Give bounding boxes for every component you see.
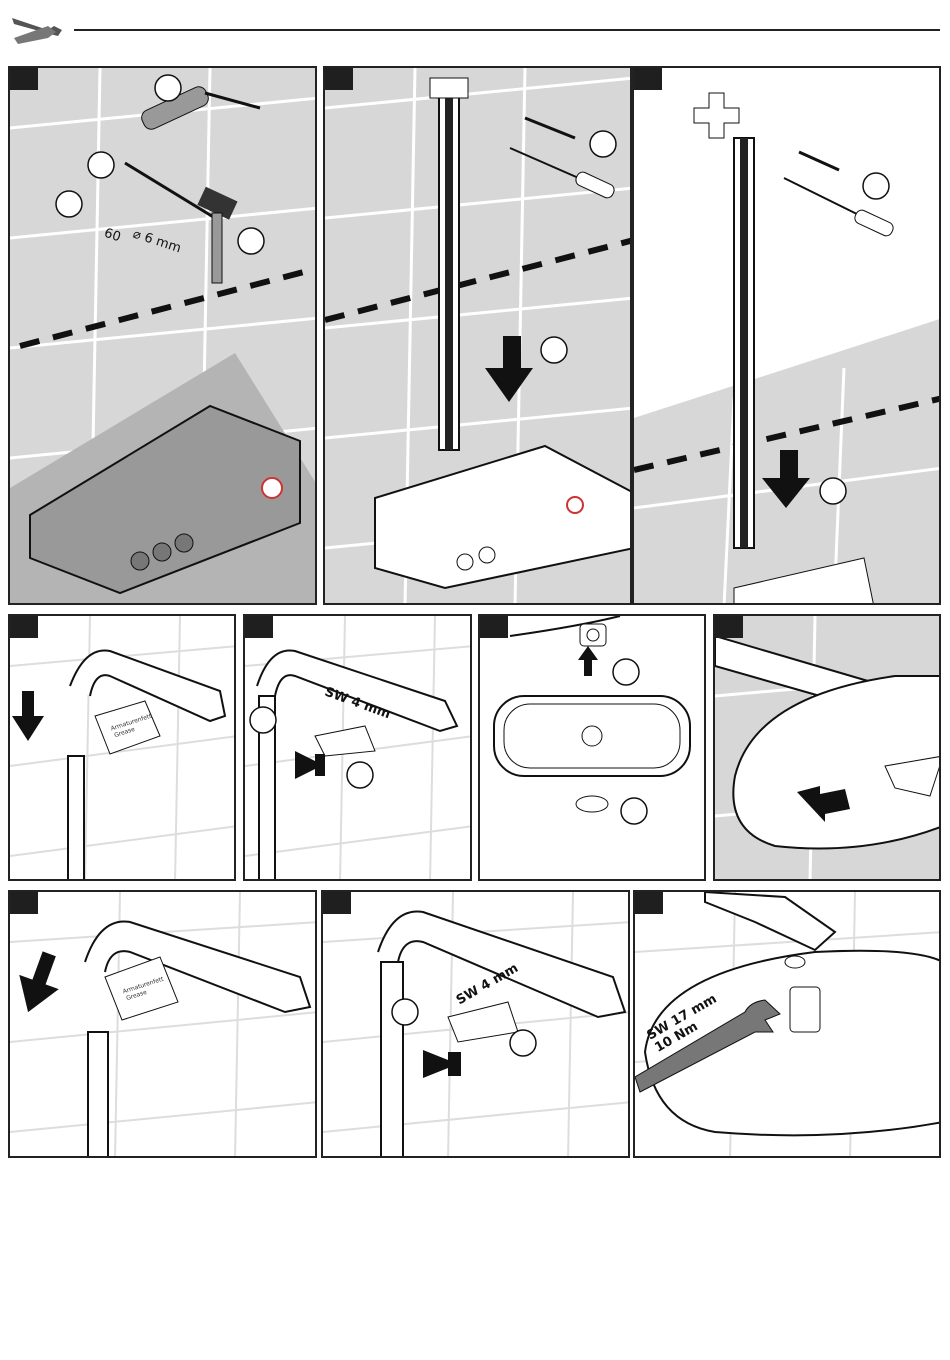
- step-1-panel: 60 ⌀ 6 mm: [8, 66, 317, 605]
- step-5-panel: SW 4 mm: [243, 614, 472, 881]
- shower-head-illustration: [480, 616, 706, 881]
- step-10-tab: [635, 892, 663, 914]
- shower-head-mounting-illustration: [715, 616, 941, 881]
- step-2-tab: [325, 68, 353, 90]
- step-1-tab: [10, 68, 38, 90]
- tools-icon: [8, 8, 66, 48]
- step-10-panel: SW 17 mm 10 Nm: [633, 890, 941, 1158]
- rail-mounting-illustration: [325, 68, 632, 605]
- shower-arm-screw-illustration-2: [323, 892, 630, 1158]
- step-2-panel: [323, 66, 632, 605]
- step-7-panel: [713, 614, 941, 881]
- header-rule: [74, 29, 940, 31]
- step-3-tab: [634, 68, 662, 90]
- step-4-panel: Armaturenfett Grease: [8, 614, 236, 881]
- step-4-tab: [10, 616, 38, 638]
- step-6-panel: [478, 614, 706, 881]
- step-8-panel: Armaturenfett Grease: [8, 890, 317, 1158]
- bracket-mounting-illustration: [634, 68, 941, 605]
- step-8-tab: [10, 892, 38, 914]
- drilling-illustration: [10, 68, 317, 605]
- step-9-panel: SW 4 mm: [321, 890, 630, 1158]
- shower-arm-grease-illustration: [10, 616, 236, 881]
- shower-arm-grease-illustration-2: [10, 892, 317, 1158]
- step-5-tab: [245, 616, 273, 638]
- step-3-panel: [632, 66, 941, 605]
- step-7-tab: [715, 616, 743, 638]
- shower-arm-screw-illustration: [245, 616, 472, 881]
- step-6-tab: [480, 616, 508, 638]
- step-9-tab: [323, 892, 351, 914]
